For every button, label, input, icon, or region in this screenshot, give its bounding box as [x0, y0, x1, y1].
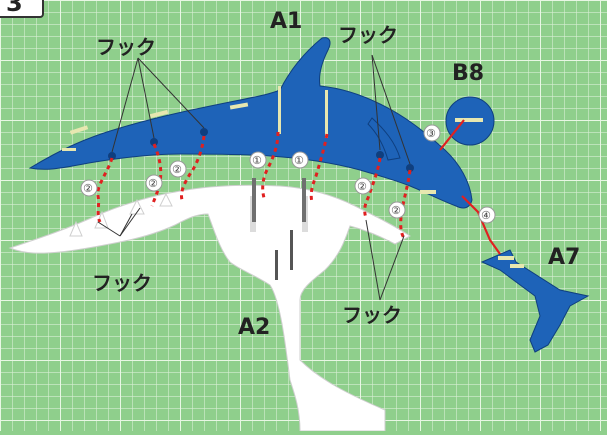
hook-leader-lines [97, 54, 411, 301]
hook-label-top-left: フック [96, 35, 156, 59]
num-2: ② [172, 163, 182, 176]
num-2: ② [357, 180, 367, 193]
hook-label-top-right: フック [338, 23, 398, 47]
number-badges [80, 124, 496, 224]
num-2: ② [83, 182, 93, 195]
part-a1-blue-dolphin [28, 37, 473, 209]
step-number-badge: 3 [0, 0, 44, 18]
num-1: ① [252, 154, 262, 167]
tab-connector [252, 178, 256, 222]
num-1: ① [294, 154, 304, 167]
part-b8 [445, 96, 495, 146]
num-2: ② [391, 204, 401, 217]
connector-line-4 [461, 195, 501, 255]
connector-line-3 [439, 119, 465, 151]
hook-label-bottom-left: フック [92, 271, 152, 295]
tab-connector [302, 178, 306, 222]
num-3: ③ [426, 127, 436, 140]
label-a2: A2 [238, 315, 270, 340]
label-b8: B8 [452, 61, 484, 86]
num-2: ② [148, 177, 158, 190]
label-a7: A7 [548, 245, 580, 270]
num-4: ④ [481, 209, 491, 222]
part-a7-tail [480, 249, 590, 353]
label-a1: A1 [270, 9, 302, 34]
hook-label-bottom-right: フック [342, 303, 402, 327]
